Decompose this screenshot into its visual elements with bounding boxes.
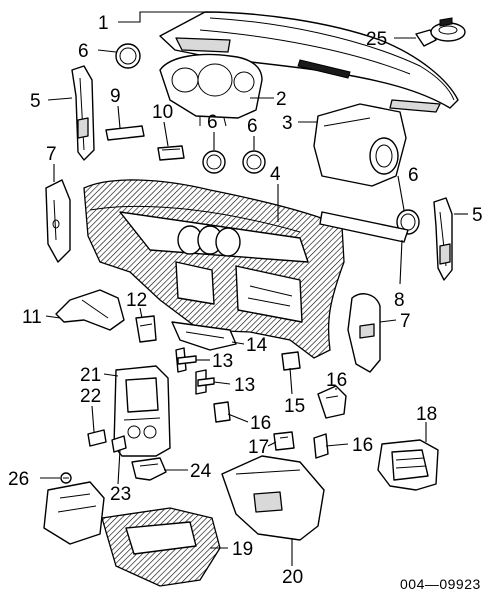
callout-25: 25	[366, 29, 387, 50]
callout-14: 14	[246, 335, 268, 356]
part-21-center-bezel	[113, 365, 171, 457]
callout-6: 6	[408, 165, 419, 186]
callout-20: 20	[282, 567, 303, 588]
part-5-left-trim	[71, 65, 95, 161]
part-1-top-cover	[159, 11, 459, 113]
part-5-right-trim	[433, 197, 453, 281]
callout-13: 13	[212, 351, 233, 372]
callout-4: 4	[270, 164, 281, 185]
part-16-bracket-a	[317, 385, 347, 419]
part-18-vent	[377, 439, 439, 491]
callout-3: 3	[282, 113, 293, 134]
part-20-glove-box	[221, 455, 325, 541]
callout-6: 6	[247, 116, 258, 137]
part-17-switch	[273, 431, 295, 451]
part-3-panel	[313, 103, 407, 187]
part-2-cluster-bezel	[159, 53, 263, 127]
part-9-trim-strip	[105, 125, 145, 141]
part-6-knob-b	[202, 150, 226, 174]
part-7-right-endcap	[347, 293, 381, 373]
part-14-bracket	[171, 321, 237, 351]
callout-26: 26	[8, 469, 29, 490]
callout-17: 17	[248, 437, 269, 458]
part-12-clip	[135, 315, 157, 343]
callout-1: 1	[98, 13, 109, 34]
callout-7: 7	[400, 311, 411, 332]
part-8-strip	[319, 211, 409, 243]
part-23-lamp	[111, 435, 127, 453]
part-16-bracket-b	[213, 401, 231, 423]
callout-19: 19	[232, 539, 253, 560]
callout-24: 24	[190, 461, 212, 482]
callout-2: 2	[276, 89, 287, 110]
part-13-bracket-b	[195, 369, 215, 395]
callout-9: 9	[110, 86, 121, 107]
part-16-bracket-c	[313, 433, 329, 459]
callout-16: 16	[250, 413, 271, 434]
callout-15: 15	[284, 396, 305, 417]
callout-6: 6	[207, 112, 218, 133]
callout-13: 13	[234, 375, 255, 396]
callout-7: 7	[46, 144, 57, 165]
callout-5: 5	[30, 91, 41, 112]
callout-12: 12	[126, 290, 147, 311]
part-19-console-bracket	[101, 507, 221, 587]
part-6-knob-c	[242, 150, 266, 174]
callout-11: 11	[22, 307, 42, 328]
part-10-bracket	[157, 145, 185, 161]
catalog-number: 004—09923	[400, 576, 481, 592]
callout-16: 16	[326, 370, 347, 391]
part-4-instrument-panel	[83, 179, 345, 359]
callout-6: 6	[78, 41, 89, 62]
callout-21: 21	[80, 365, 101, 386]
part-22-lamp	[87, 429, 107, 447]
callout-10: 10	[152, 102, 173, 123]
callout-18: 18	[416, 404, 437, 425]
part-6-knob-a	[115, 43, 141, 69]
part-7-left-endcap	[45, 179, 71, 263]
part-24-tray	[131, 457, 167, 481]
part-26-screw	[60, 472, 72, 484]
callout-22: 22	[80, 386, 101, 407]
callout-23: 23	[110, 484, 131, 505]
leader-lines	[40, 11, 468, 566]
part-15-clip	[281, 351, 301, 371]
part-26-lower-bracket	[43, 481, 105, 545]
callout-8: 8	[394, 290, 405, 311]
part-11-bracket	[55, 289, 125, 331]
callout-16: 16	[352, 435, 373, 456]
part-25-sensor	[415, 17, 466, 47]
callout-labels: 1 25 6 5 9 10 6 6 2 3 7 4 6 5 11 12 8 7 …	[8, 13, 483, 588]
part-13-bracket-a	[175, 347, 197, 373]
callout-5: 5	[472, 205, 483, 226]
